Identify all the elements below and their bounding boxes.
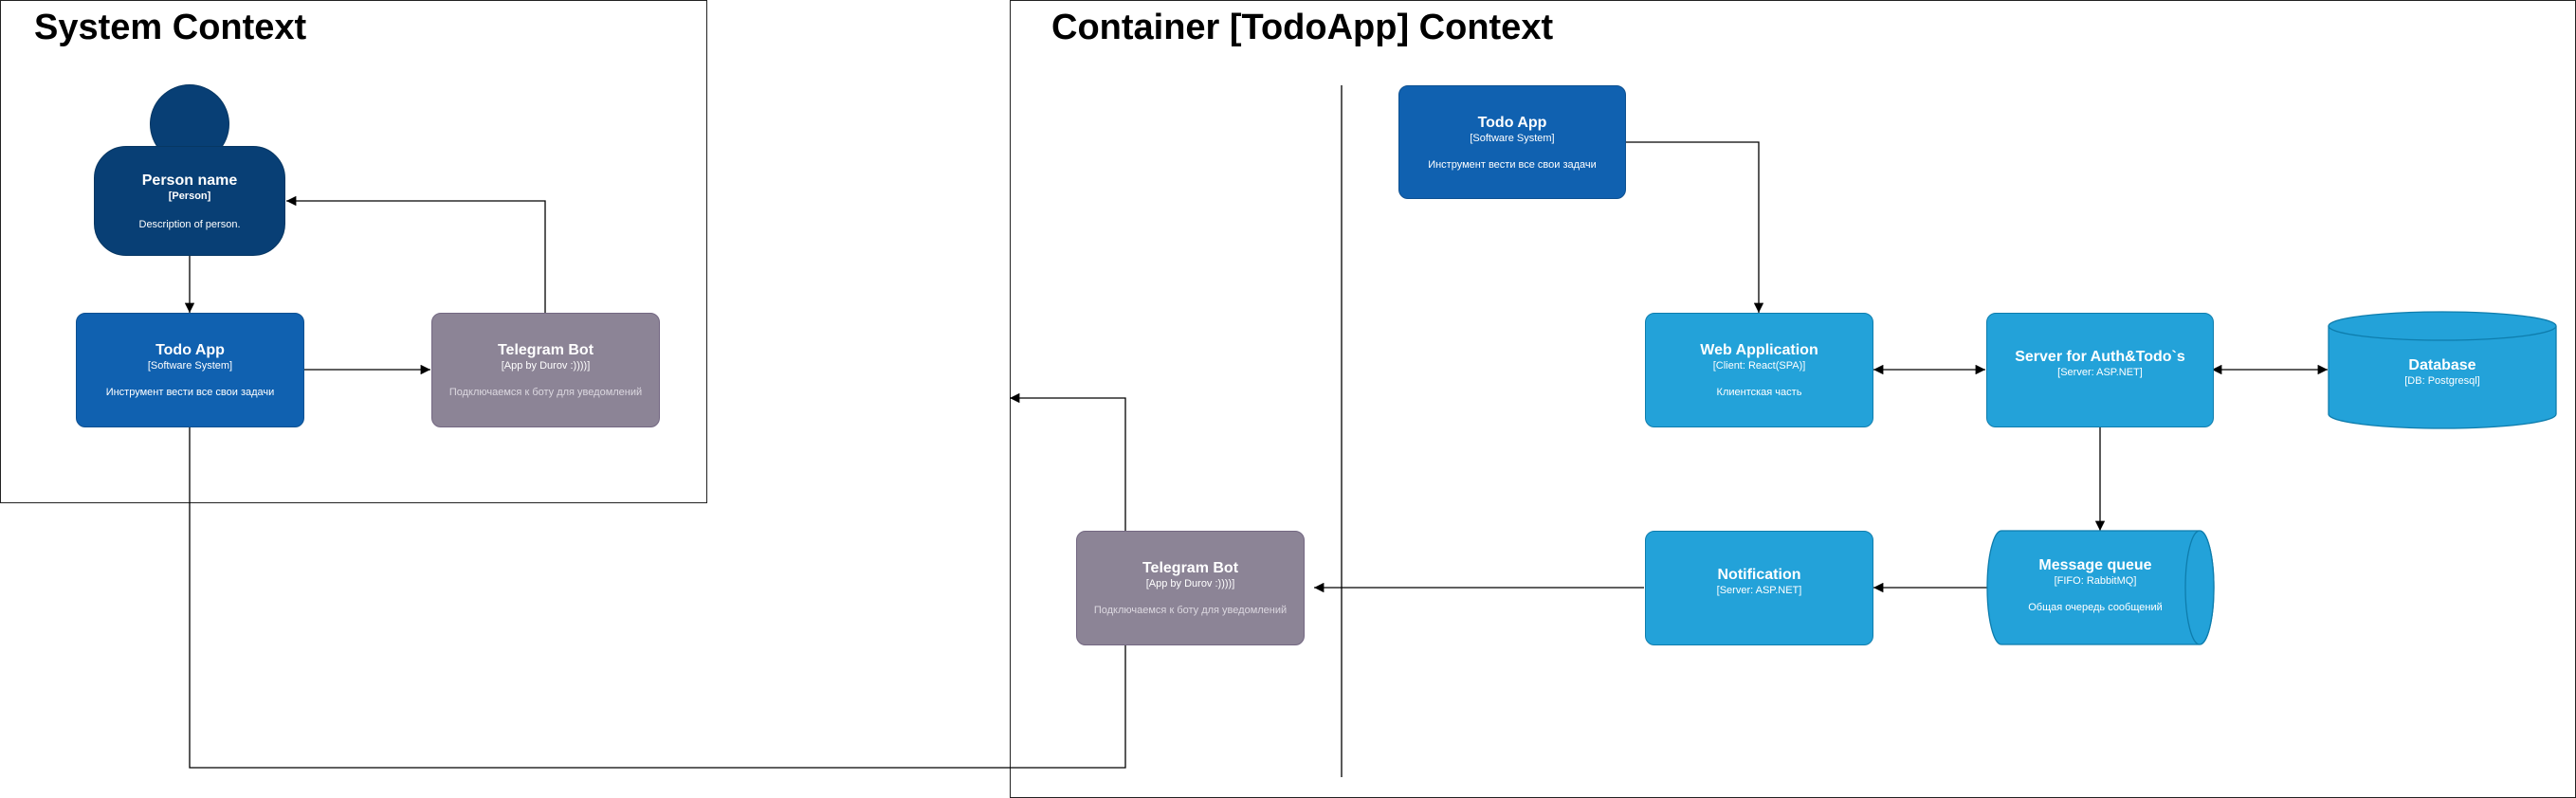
container-context-title: Container [TodoApp] Context [1051,8,1554,47]
message-queue-description: Общая очередь сообщений [2028,602,2163,613]
sc-telegram-bot-title: Telegram Bot [497,342,594,358]
message-queue-label: Message queue [FIFO: RabbitMQ] Общая оче… [1986,556,2204,614]
web-application-description: Клиентская часть [1716,387,1802,398]
sc-todo-app-description: Инструмент вести все свои задачи [105,387,275,398]
message-queue-type: [FIFO: RabbitMQ] [2054,575,2137,587]
database-label: Database [DB: Postgresql] [2328,356,2557,388]
sc-todo-app-title: Todo App [155,342,225,358]
web-application-node[interactable]: Web Application [Client: React(SPA)] Кли… [1645,313,1873,427]
message-queue-node[interactable] [1986,530,2216,646]
database-node[interactable] [2328,311,2557,429]
cc-telegram-bot-description: Подключаемся к боту для уведомлений [1093,605,1288,616]
database-type: [DB: Postgresql] [2404,375,2480,387]
server-node[interactable]: Server for Auth&Todo`s [Server: ASP.NET] [1986,313,2214,427]
server-type: [Server: ASP.NET] [2057,367,2143,378]
cc-telegram-bot-title: Telegram Bot [1142,560,1239,576]
notification-node[interactable]: Notification [Server: ASP.NET] [1645,531,1873,645]
cc-todo-app-node[interactable]: Todo App [Software System] Инструмент ве… [1398,85,1626,199]
edge-system-to-container [189,392,1126,769]
notification-title: Notification [1717,567,1801,583]
person-name: Person name [141,172,238,189]
sc-todo-app-type: [Software System] [147,360,233,372]
web-application-title: Web Application [1700,342,1818,358]
sc-telegram-bot-type: [App by Durov :))))] [501,360,591,372]
cc-telegram-bot-type: [App by Durov :))))] [1145,578,1235,589]
cc-todo-app-type: [Software System] [1470,132,1555,144]
person-description: Description of person. [138,218,241,230]
sc-telegram-bot-description: Подключаемся к боту для уведомлений [448,387,643,398]
edge-telegram-to-person [286,195,546,313]
cc-todo-app-description: Инструмент вести все свои задачи [1428,158,1597,171]
edge-todo-to-webapp [1626,141,1764,313]
message-queue-title: Message queue [2038,557,2152,573]
cc-telegram-bot-node[interactable]: Telegram Bot [App by Durov :))))] Подклю… [1076,531,1305,645]
server-title: Server for Auth&Todo`s [2015,349,2185,365]
sc-todo-app-node[interactable]: Todo App [Software System] Инструмент ве… [76,313,304,427]
notification-type: [Server: ASP.NET] [1716,585,1802,596]
person-node[interactable]: Person name [Person] Description of pers… [94,146,285,256]
cc-todo-app-title: Todo App [1477,114,1547,131]
system-context-title: System Context [34,8,307,47]
sc-telegram-bot-node[interactable]: Telegram Bot [App by Durov :))))] Подклю… [431,313,660,427]
database-title: Database [2408,357,2476,373]
person-type: [Person] [168,190,211,202]
web-application-type: [Client: React(SPA)] [1712,360,1806,372]
